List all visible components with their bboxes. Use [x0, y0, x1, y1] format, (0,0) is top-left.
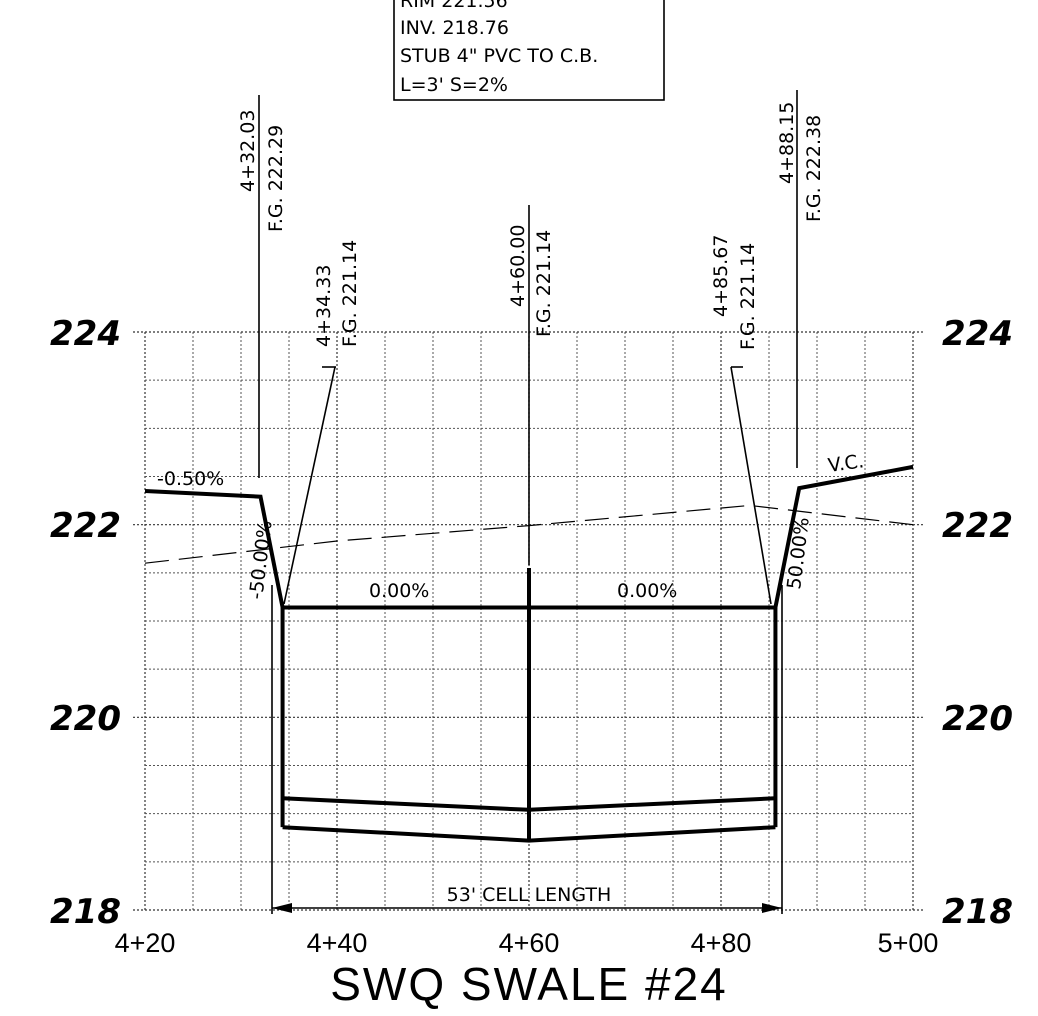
grade-right-bank: 50.00%: [783, 516, 814, 591]
station-label-480: 4+80: [691, 928, 752, 958]
grade-bottom-right: 0.00%: [617, 580, 677, 602]
leader-4-34-33: [283, 366, 336, 605]
leader-4-85-67: [730, 366, 772, 605]
drawing-title: SWQ SWALE #24: [330, 958, 728, 1010]
callout-station: 4+34.33: [313, 265, 335, 347]
note-line-stub: STUB 4" PVC TO C.B.: [400, 45, 598, 67]
callout-4-88-15: 4+88.15 F.G. 222.38: [776, 102, 825, 222]
leader-lines: [258, 90, 798, 605]
note-box: [393, 0, 665, 101]
elev-label-218-right: 218: [942, 892, 1013, 932]
cell-length-dimension: 53' CELL LENGTH: [271, 585, 783, 914]
callout-4-60-00: 4+60.00 F.G. 221.14: [507, 225, 555, 337]
elev-label-224-right: 224: [942, 314, 1013, 354]
elevation-axis-labels: 224 222 220 218 224 222 220 218: [50, 314, 1013, 932]
note-line-inv: INV. 218.76: [400, 17, 509, 39]
callout-4-85-67: 4+85.67 F.G. 221.14: [710, 235, 759, 350]
structure-note: RIM 221.56 INV. 218.76 STUB 4" PVC TO C.…: [393, 0, 665, 101]
elev-label-222-left: 222: [50, 506, 121, 546]
note-line-length-slope: L=3' S=2%: [400, 74, 508, 96]
grade-bottom-left: 0.00%: [369, 580, 429, 602]
elev-label-220-left: 220: [50, 699, 121, 739]
callout-4-32-03: 4+32.03 F.G. 222.29: [237, 110, 287, 232]
cell-length-label: 53' CELL LENGTH: [447, 884, 612, 906]
station-axis-labels: 4+20 4+40 4+60 4+80 5+00: [115, 928, 939, 958]
grade-left-slope: -0.50%: [157, 468, 224, 490]
callout-fg: F.G. 221.14: [737, 243, 759, 350]
station-label-420: 4+20: [115, 928, 176, 958]
elev-label-224-left: 224: [50, 314, 121, 354]
callout-fg: F.G. 221.14: [533, 230, 555, 337]
callout-station: 4+60.00: [507, 225, 529, 307]
grade-labels: -0.50% -50.00% 0.00% 0.00% 50.00% V.C.: [157, 450, 865, 602]
callout-station: 4+32.03: [237, 110, 259, 192]
callout-fg: F.G. 221.14: [339, 240, 361, 347]
elev-label-218-left: 218: [50, 892, 121, 932]
callout-fg: F.G. 222.29: [265, 125, 287, 232]
profile-series: [144, 464, 914, 843]
callout-station: 4+85.67: [710, 235, 732, 317]
station-label-460: 4+60: [499, 928, 560, 958]
callout-station: 4+88.15: [776, 102, 798, 184]
dim-arrow-right: [762, 903, 782, 913]
elev-label-222-right: 222: [942, 506, 1013, 546]
station-callouts: 4+32.03 F.G. 222.29 4+34.33 F.G. 221.14 …: [237, 102, 825, 350]
vertical-curve-label: V.C.: [827, 450, 866, 477]
callout-fg: F.G. 222.38: [803, 115, 825, 222]
elev-label-220-right: 220: [942, 699, 1013, 739]
station-label-500: 5+00: [878, 928, 939, 958]
station-label-440: 4+40: [307, 928, 368, 958]
dim-arrow-left: [272, 903, 292, 913]
note-line-rim: RIM 221.56: [400, 0, 508, 12]
callout-4-34-33: 4+34.33 F.G. 221.14: [313, 240, 361, 347]
